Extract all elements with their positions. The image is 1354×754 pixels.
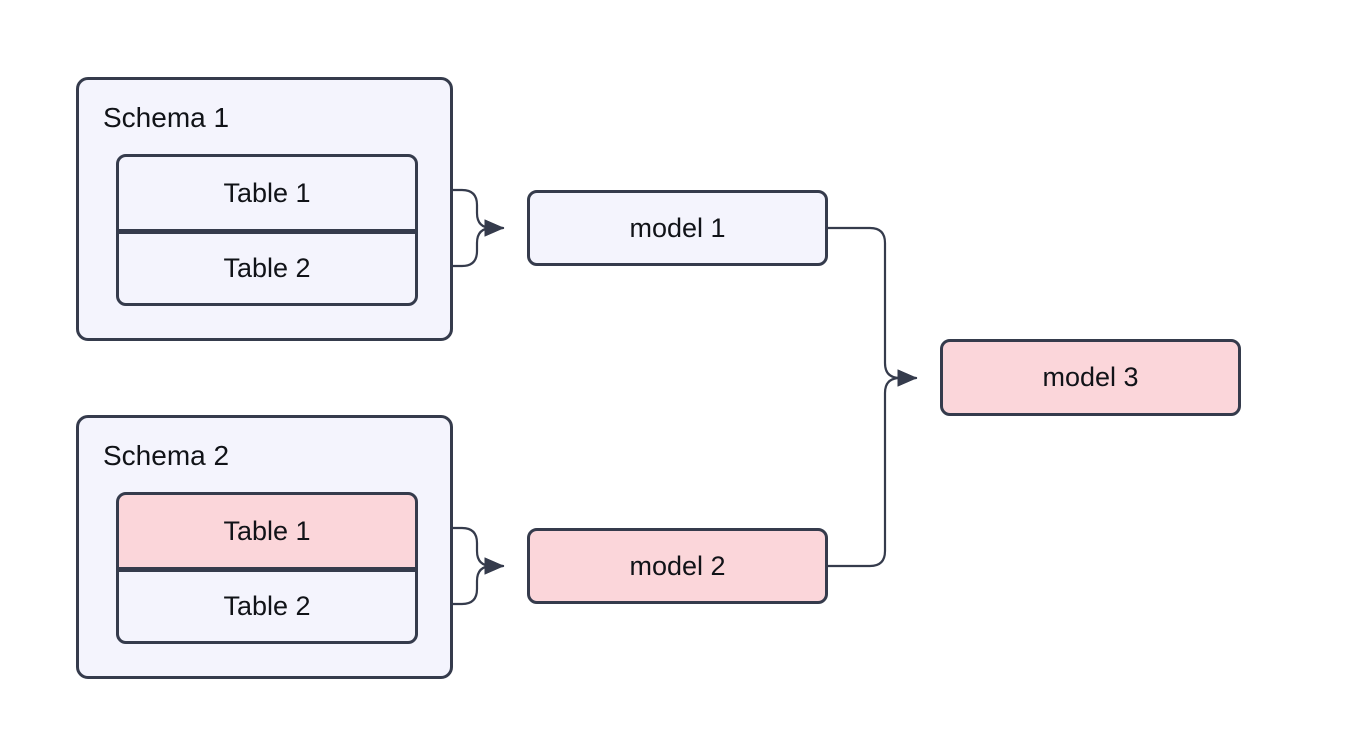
model-node-1[interactable]: model 1 — [527, 190, 828, 266]
table-node-schema2-table1[interactable]: Table 1 — [116, 492, 418, 570]
schema-container-2[interactable]: Schema 2 Table 1 Table 2 — [76, 415, 453, 679]
table-label: Table 2 — [223, 591, 311, 621]
model-label: model 2 — [629, 550, 726, 581]
table-label: Table 1 — [223, 177, 311, 208]
model-node-2[interactable]: model 2 — [527, 528, 828, 604]
table-label: Table 1 — [223, 515, 311, 546]
model-node-3[interactable]: model 3 — [940, 339, 1241, 416]
table-node-schema1-table2[interactable]: Table 2 — [116, 231, 418, 306]
model-label: model 3 — [1042, 362, 1139, 392]
table-label: Table 2 — [223, 253, 311, 283]
table-node-schema1-table1[interactable]: Table 1 — [116, 154, 418, 232]
model-label: model 1 — [629, 212, 726, 243]
edge-model2-to-model3 — [826, 369, 918, 568]
schema-container-1[interactable]: Schema 1 Table 1 Table 2 — [76, 77, 453, 341]
table-node-schema2-table2[interactable]: Table 2 — [116, 569, 418, 644]
edge-model1-to-model3 — [826, 226, 918, 387]
schema-label: Schema 1 — [103, 102, 230, 133]
schema-label: Schema 2 — [103, 440, 230, 471]
